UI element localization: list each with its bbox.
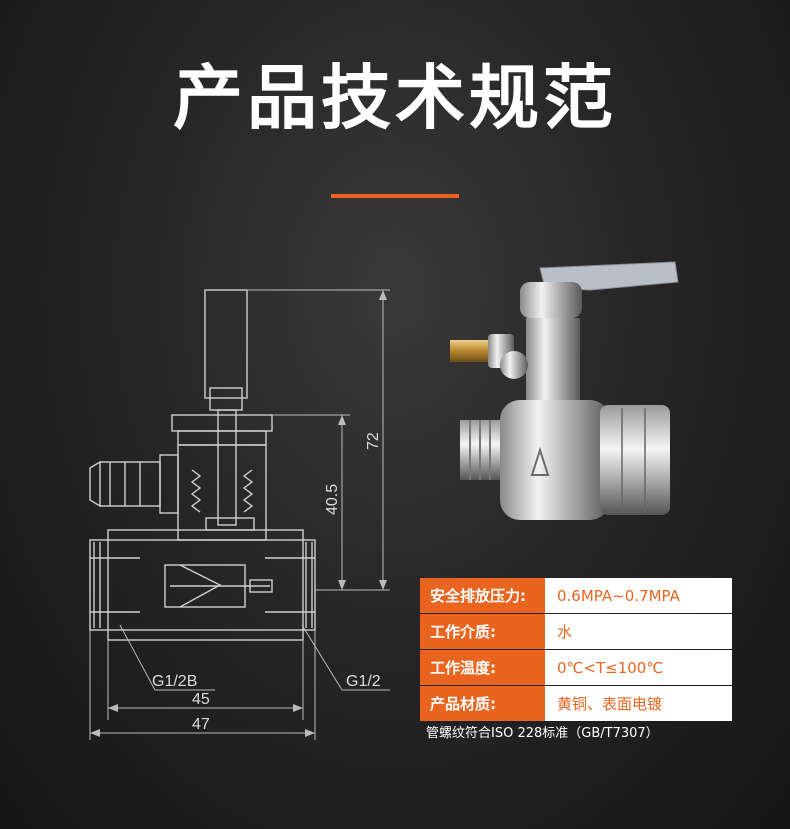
spec-value: 0℃<T≤100℃ [545, 650, 732, 685]
spec-row-temperature: 工作温度: 0℃<T≤100℃ [420, 650, 732, 685]
dim-width-inner: 45 [192, 691, 210, 708]
thread-label-right: G1/2 [346, 673, 381, 690]
spec-label: 工作介质: [420, 614, 545, 649]
spec-value: 水 [545, 614, 732, 649]
dim-width-total: 47 [192, 716, 210, 733]
spec-value: 黄铜、表面电镀 [545, 686, 732, 721]
spec-row-pressure: 安全排放压力: 0.6MPA~0.7MPA [420, 578, 732, 613]
title-underline [331, 194, 459, 198]
valve-product-image [450, 261, 679, 520]
spec-value: 0.6MPA~0.7MPA [545, 578, 732, 613]
spec-row-material: 产品材质: 黄铜、表面电镀 [420, 686, 732, 721]
spec-label: 产品材质: [420, 686, 545, 721]
thread-standard-note: 管螺纹符合ISO 228标准（GB/T7307） [426, 726, 659, 741]
spec-label: 安全排放压力: [420, 578, 545, 613]
technical-drawing: 72 40.5 G1/2B G1/2 45 47 [89, 289, 390, 740]
spec-table: 安全排放压力: 0.6MPA~0.7MPA 工作介质: 水 工作温度: 0℃<T… [420, 578, 732, 722]
dim-height-total: 72 [365, 432, 382, 450]
dim-height-partial: 40.5 [324, 484, 341, 515]
spec-label: 工作温度: [420, 650, 545, 685]
page-title: 产品技术规范 [173, 57, 617, 139]
spec-row-medium: 工作介质: 水 [420, 614, 732, 649]
thread-label-left: G1/2B [152, 673, 197, 690]
